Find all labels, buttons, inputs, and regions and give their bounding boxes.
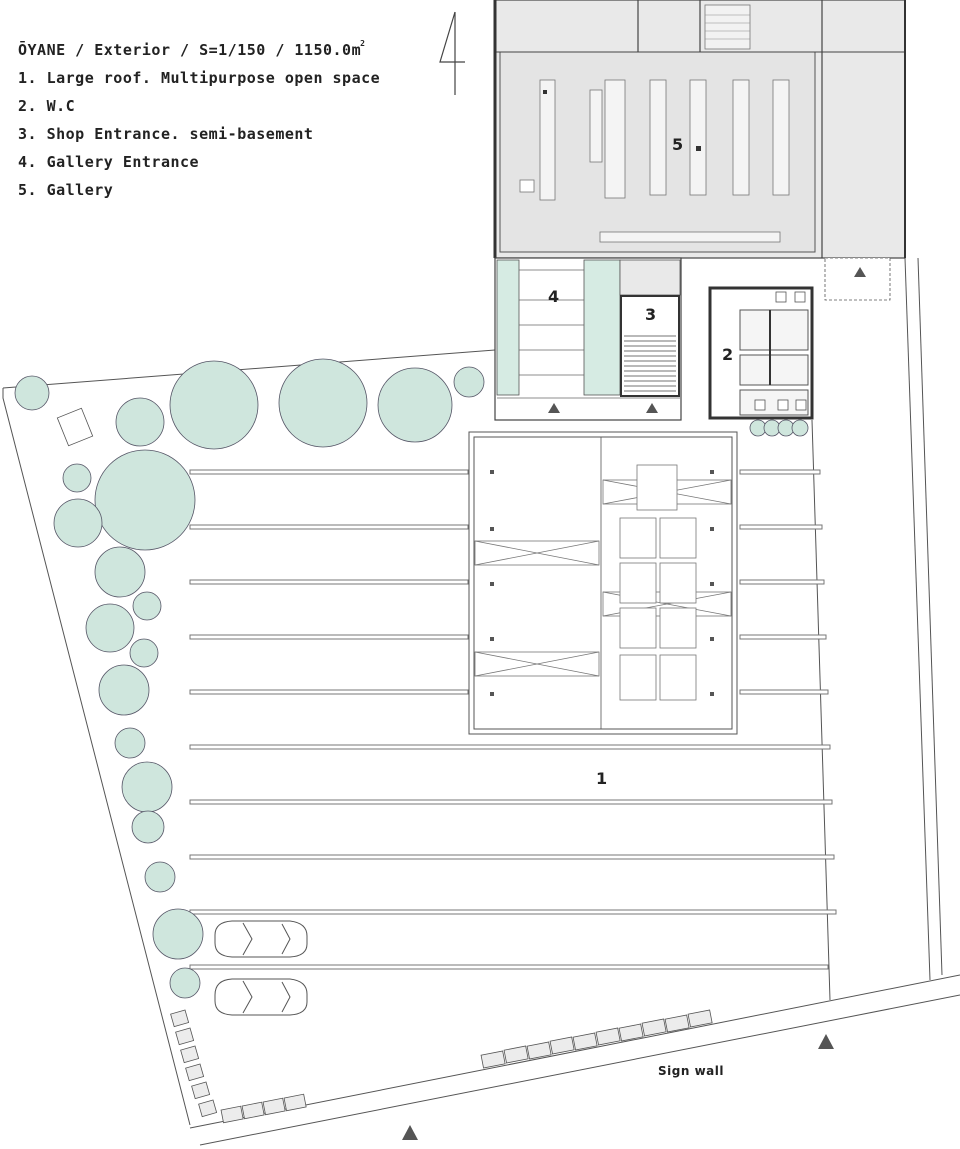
legend-item-3: 3. Shop Entrance. semi-basement: [18, 125, 314, 143]
north-arrow-icon: [439, 11, 465, 95]
legend-item-5: 5. Gallery: [18, 181, 114, 199]
parking-stripes: [189, 469, 837, 970]
parked-car-icon: [214, 920, 308, 958]
wc-block: [708, 286, 814, 420]
parked-car-icon: [214, 978, 308, 1016]
label-area-4: 4: [548, 287, 559, 306]
entry-mat: [824, 257, 891, 301]
gallery-building: [493, 0, 906, 259]
label-area-3: 3: [645, 305, 656, 324]
legend-item-2: 2. W.C: [18, 97, 76, 115]
label-area-2: 2: [722, 345, 733, 364]
legend-item-1: 1. Large roof. Multipurpose open space: [18, 69, 381, 87]
label-sign-wall: Sign wall: [658, 1064, 724, 1078]
shed: [56, 407, 94, 447]
legend-title-text: ŌYANE / Exterior / S=1/150 / 1150.0m: [18, 41, 362, 59]
legend-title: ŌYANE / Exterior / S=1/150 / 1150.0m2: [18, 30, 380, 64]
label-area-1: 1: [596, 769, 607, 788]
entrance-marker-icon: [854, 267, 866, 277]
label-area-5: 5: [672, 135, 683, 154]
entrance-marker-icon: [818, 1034, 834, 1049]
trees: [14, 358, 809, 999]
plan-legend: ŌYANE / Exterior / S=1/150 / 1150.0m2 1.…: [18, 30, 380, 204]
planter-boxes: [170, 1009, 713, 1124]
gallery-entrance: [494, 257, 682, 421]
legend-title-superscript: 2: [360, 39, 366, 48]
entrance-marker-icon: [402, 1125, 418, 1140]
legend-item-4: 4. Gallery Entrance: [18, 153, 200, 171]
site-boundary: [2, 257, 960, 1146]
central-roof-block: [468, 431, 738, 735]
